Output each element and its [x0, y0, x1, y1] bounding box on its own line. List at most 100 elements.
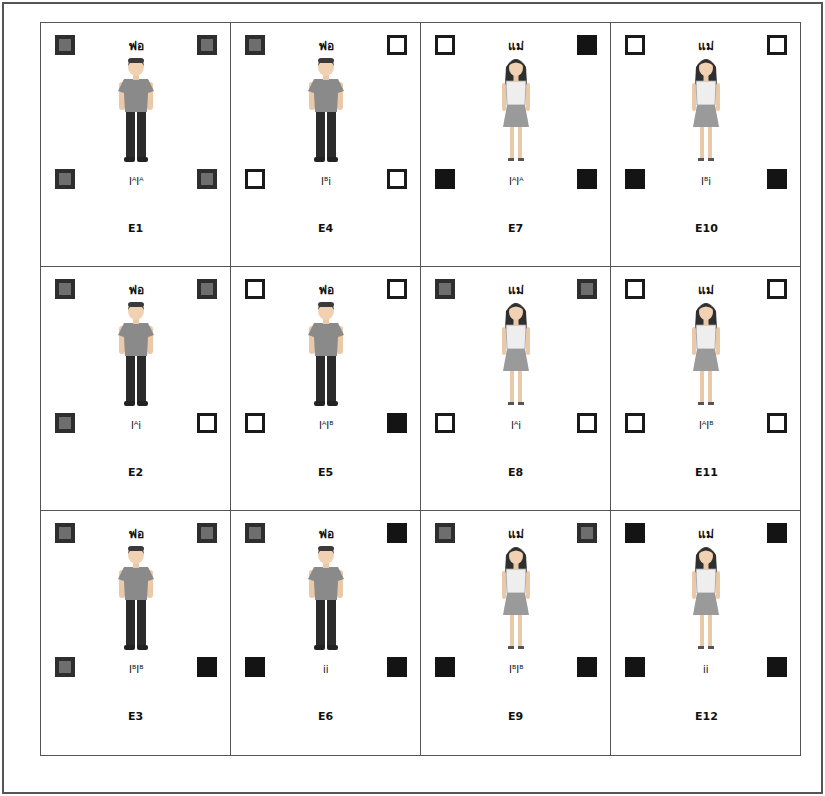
- black-square: [767, 169, 787, 189]
- father-figure: [118, 302, 154, 406]
- grey-square-inner: [581, 283, 593, 295]
- parent-label: แม่: [698, 524, 714, 543]
- grey-square-inner: [59, 417, 71, 429]
- black-square: [197, 657, 217, 677]
- grey-square-inner: [59, 39, 71, 51]
- grey-square-inner: [59, 527, 71, 539]
- black-square: [435, 169, 455, 189]
- mother-figure: [502, 547, 530, 649]
- parent-card: พ่อIᴬIᴮE5: [230, 266, 421, 511]
- black-square: [767, 657, 787, 677]
- parent-label: พ่อ: [129, 36, 144, 55]
- grey-square: [55, 169, 75, 189]
- card-label: E3: [128, 710, 143, 723]
- genotype-label: IᴬIᴬ: [509, 176, 524, 187]
- white-square: [389, 281, 406, 298]
- grey-square-inner: [201, 527, 213, 539]
- genotype-label: Iᴮi: [321, 176, 331, 187]
- card-label: E8: [508, 466, 523, 479]
- parent-label: พ่อ: [129, 524, 144, 543]
- black-square: [625, 523, 645, 543]
- grey-square: [55, 413, 75, 433]
- genotype-label: Iᴬi: [511, 420, 521, 431]
- genotype-label: IᴮIᴮ: [509, 664, 524, 675]
- grey-square-inner: [201, 173, 213, 185]
- parent-card: แม่ IᴬiE8: [420, 266, 611, 511]
- grey-square-inner: [59, 283, 71, 295]
- parent-label: พ่อ: [319, 280, 334, 299]
- white-square: [389, 171, 406, 188]
- parent-card: แม่IᴬIᴬE7: [420, 22, 611, 267]
- black-square: [387, 657, 407, 677]
- white-square: [579, 415, 596, 432]
- father-figure: [308, 302, 344, 406]
- grey-square: [435, 523, 455, 543]
- parent-label: พ่อ: [129, 280, 144, 299]
- grey-square: [55, 523, 75, 543]
- parent-card: แม่IᴬIᴮE11: [610, 266, 801, 511]
- parent-card: พ่อiiE6: [230, 510, 421, 756]
- black-square: [577, 35, 597, 55]
- parent-label: แม่: [508, 524, 524, 543]
- card-label: E12: [695, 710, 718, 723]
- white-square: [389, 37, 406, 54]
- parent-label: แม่: [698, 36, 714, 55]
- grey-square: [55, 657, 75, 677]
- white-square: [437, 415, 454, 432]
- parent-card: พ่อIᴬIᴬE1: [40, 22, 231, 267]
- white-square: [627, 281, 644, 298]
- parent-label: พ่อ: [319, 36, 334, 55]
- grey-square: [55, 35, 75, 55]
- mother-figure: [692, 303, 720, 405]
- white-square: [627, 415, 644, 432]
- white-square: [247, 171, 264, 188]
- grey-square-inner: [201, 39, 213, 51]
- white-square: [247, 281, 264, 298]
- mother-figure: [502, 303, 530, 405]
- parent-card: แม่IᴮiE10: [610, 22, 801, 267]
- grey-square: [245, 523, 265, 543]
- grey-square: [197, 279, 217, 299]
- parent-label: แม่: [508, 36, 524, 55]
- black-square: [387, 413, 407, 433]
- white-square: [769, 37, 786, 54]
- father-figure: [118, 546, 154, 650]
- white-square: [769, 281, 786, 298]
- grey-square-inner: [439, 527, 451, 539]
- grey-square: [435, 279, 455, 299]
- card-label: E2: [128, 466, 143, 479]
- grey-square-inner: [249, 527, 261, 539]
- parent-card: พ่อIᴮIᴮE3: [40, 510, 231, 756]
- genotype-label: IᴬIᴮ: [699, 420, 714, 431]
- black-square: [387, 523, 407, 543]
- white-square: [247, 415, 264, 432]
- father-figure: [308, 546, 344, 650]
- grey-square: [197, 169, 217, 189]
- card-label: E1: [128, 222, 143, 235]
- parent-card: พ่อ IᴮiE4: [230, 22, 421, 267]
- grey-square: [197, 523, 217, 543]
- black-square: [577, 169, 597, 189]
- genotype-label: IᴬIᴮ: [319, 420, 334, 431]
- mother-figure: [692, 547, 720, 649]
- black-square: [245, 657, 265, 677]
- black-square: [435, 657, 455, 677]
- card-label: E4: [318, 222, 333, 235]
- white-square: [627, 37, 644, 54]
- genotype-label: ii: [703, 664, 709, 675]
- grey-square: [577, 279, 597, 299]
- grey-square-inner: [59, 661, 71, 673]
- grey-square: [197, 35, 217, 55]
- white-square: [769, 415, 786, 432]
- card-label: E11: [695, 466, 718, 479]
- parent-label: แม่: [508, 280, 524, 299]
- parent-card: แม่ iiE12: [610, 510, 801, 756]
- mother-figure: [692, 59, 720, 161]
- genotype-label: Iᴬi: [131, 420, 141, 431]
- grey-square-inner: [201, 283, 213, 295]
- father-figure: [118, 58, 154, 162]
- white-square: [199, 415, 216, 432]
- father-figure: [308, 58, 344, 162]
- grey-square-inner: [439, 283, 451, 295]
- black-square: [767, 523, 787, 543]
